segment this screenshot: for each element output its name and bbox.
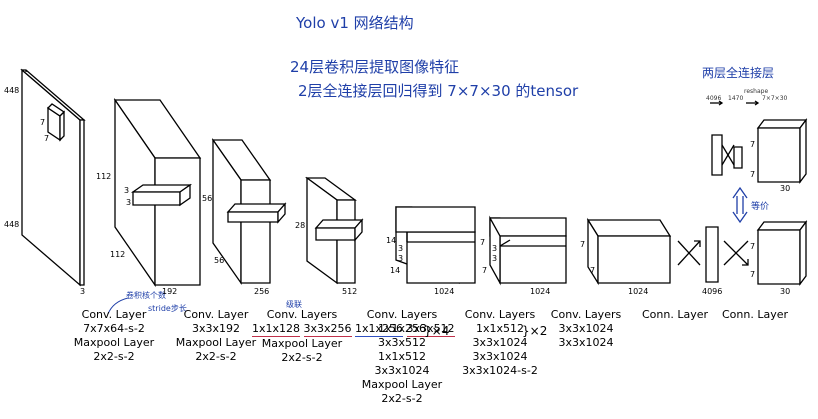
block5-height2-label: 7 [482, 266, 488, 275]
block2-height2-label: 56 [214, 256, 225, 265]
caption-layer-6: Conv. Layers 3x3x1024 3x3x1024 [550, 308, 622, 349]
equivalence-label: 等价 [751, 202, 770, 212]
kernel-count-note: 卷积核个数 [126, 291, 166, 300]
block4-kernel-a: 3 [398, 244, 404, 253]
caption-layer-5: Conv. Layers 1x1x512 3x3x1024 3x3x1024 3… [462, 308, 538, 377]
block6-height-label: 7 [580, 240, 586, 249]
block-3-feature-map [305, 176, 364, 285]
block3-height-label: 28 [295, 221, 306, 230]
block-1-feature-map [113, 97, 202, 288]
block5-kernel-a: 3 [492, 244, 498, 253]
kernel1-label-a: 7 [40, 118, 46, 127]
block4-height-label: 14 [386, 236, 397, 245]
fc-illust-depth-label: 30 [780, 184, 791, 193]
block1-kernel-b: 3 [126, 198, 132, 207]
block-4-feature-map [395, 206, 476, 284]
diagram-title: Yolo v1 网络结构 [296, 14, 414, 32]
note-fc-layers: 2层全连接层回归得到 7×7×30 的tensor [298, 82, 579, 100]
block-5-feature-map [489, 215, 567, 286]
output-depth-label: 30 [780, 287, 791, 296]
fc-4096-block [705, 226, 719, 283]
input-depth-label: 3 [80, 287, 86, 296]
equivalence-arrow [732, 186, 748, 224]
block6-depth-label: 1024 [628, 287, 649, 296]
repeat-x4-label: }×4 [424, 324, 450, 338]
output-tensor-block [756, 220, 808, 286]
caption-conn-layer-2: Conn. Layer [721, 308, 789, 321]
annotation-marks [107, 297, 129, 315]
fc-illust-height-label: 7 [750, 140, 756, 149]
caption-layer-2: Conv. Layer 3x3x192 Maxpool Layer 2x2-s-… [175, 308, 257, 363]
stride-note: stride步长 [148, 304, 187, 313]
block3-depth-label: 512 [342, 287, 358, 296]
caption-layer-3: Conv. Layers 1x1x128 3x3x256 1x1x256 3x3… [252, 308, 455, 364]
block1-kernel-a: 3 [124, 186, 130, 195]
block-2-feature-map [211, 137, 287, 286]
caption-layer-4: Conv. Layers 1x1x256 3x3x512 1x1x512 3x3… [361, 308, 443, 405]
block4-kernel-b: 3 [398, 254, 404, 263]
input-width-label: 448 [4, 220, 20, 229]
repeat-x2-label: }×2 [522, 324, 548, 338]
block1-height-label: 112 [96, 172, 112, 181]
note-conv-layers: 24层卷积层提取图像特征 [290, 58, 460, 76]
fc-illustration [710, 100, 808, 184]
cascade-note: 级联 [286, 300, 302, 309]
fc-note-7x7x30: 7×7×30 [762, 95, 788, 102]
block5-depth-label: 1024 [530, 287, 551, 296]
output-height-label: 7 [750, 242, 756, 251]
block-6-feature-map [586, 217, 672, 286]
kernel1-label-b: 7 [44, 134, 50, 143]
fc-note-1470: 1470 [728, 95, 744, 102]
fc-depth-label: 4096 [702, 287, 723, 296]
block4-height2-label: 14 [390, 266, 401, 275]
block6-height2-label: 7 [590, 266, 596, 275]
input-image-block [20, 68, 86, 287]
block5-height-label: 7 [480, 238, 486, 247]
output-height2-label: 7 [750, 270, 756, 279]
block2-depth-label: 256 [254, 287, 270, 296]
block5-kernel-b: 3 [492, 254, 498, 263]
caption-conn-layer-1: Conn. Layer [641, 308, 709, 321]
fc-title: 两层全连接层 [702, 66, 775, 80]
fc-illust-height2-label: 7 [750, 170, 756, 179]
caption-layer-1: Conv. Layer 7x7x64-s-2 Maxpool Layer 2x2… [73, 308, 155, 363]
block1-height2-label: 112 [110, 250, 126, 259]
block2-height-label: 56 [202, 194, 213, 203]
input-height-label: 448 [4, 86, 20, 95]
block4-depth-label: 1024 [434, 287, 455, 296]
block1-depth-label: 192 [162, 287, 178, 296]
fc-note-reshape: reshape [744, 88, 769, 95]
fc-note-4096: 4096 [706, 95, 722, 102]
